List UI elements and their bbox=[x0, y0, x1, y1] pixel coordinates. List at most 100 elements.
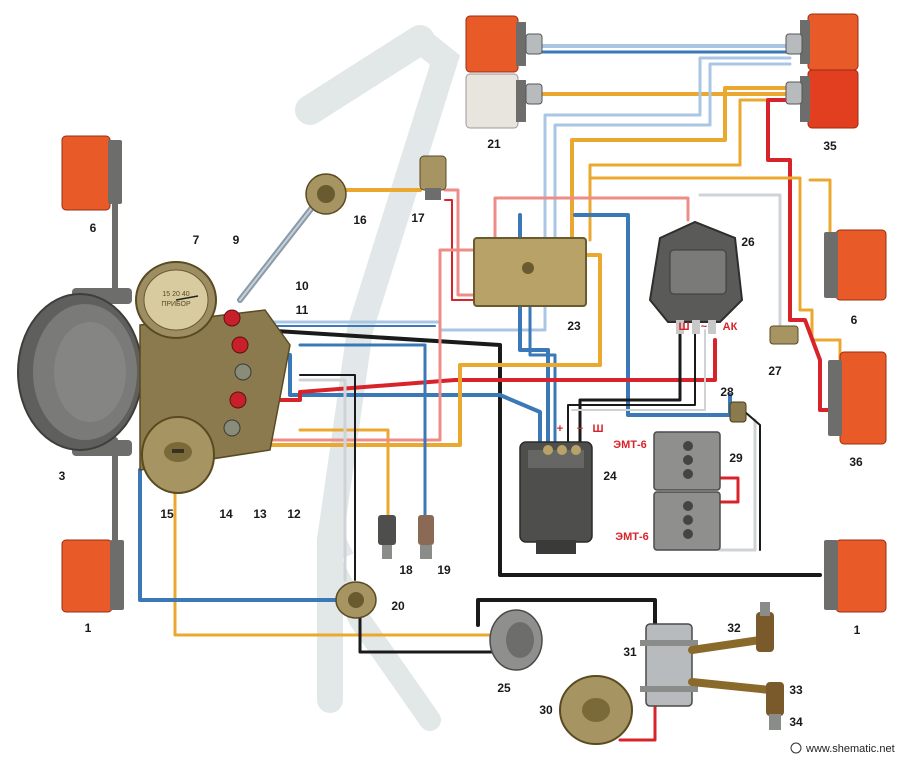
label-17: 17 bbox=[411, 211, 425, 225]
spark-plug-cap-32 bbox=[756, 602, 774, 652]
turn-lamp-6-left bbox=[61, 135, 122, 211]
wire-lightblue-rear-3 bbox=[553, 62, 792, 242]
label-33: 33 bbox=[789, 683, 803, 697]
voltage-regulator-26 bbox=[648, 220, 744, 334]
wire-red-to-36 bbox=[788, 318, 842, 412]
label-32: 32 bbox=[727, 621, 741, 635]
rod-16-instrument-inner bbox=[239, 199, 319, 301]
rear-lamp-21-top bbox=[465, 15, 543, 73]
wire-yellow-15-23 bbox=[168, 253, 602, 447]
wire-black-20 bbox=[299, 374, 356, 581]
label-30: 30 bbox=[539, 703, 553, 717]
spark-plug-34 bbox=[766, 682, 784, 730]
wire-red-rear-right bbox=[766, 98, 802, 322]
ht-lead-32 bbox=[688, 636, 764, 654]
wire-pink-23-26 bbox=[493, 196, 690, 242]
wire-black-26-24 bbox=[578, 328, 682, 447]
switch-13 bbox=[223, 419, 241, 437]
generator-terminal-tilde: ~ bbox=[577, 423, 584, 435]
label-24: 24 bbox=[603, 469, 617, 483]
label-15: 15 bbox=[160, 507, 174, 521]
connector-27 bbox=[769, 325, 799, 345]
relay-lower-label: ЭМТ-6 bbox=[615, 531, 649, 543]
wire-yellow-right-turn bbox=[588, 98, 792, 242]
wire-red-switch-27 bbox=[243, 338, 717, 402]
sensor-18 bbox=[378, 515, 396, 559]
label-19: 19 bbox=[437, 563, 451, 577]
label-26: 26 bbox=[741, 235, 755, 249]
warning-lamp-10 bbox=[231, 336, 249, 354]
label-35: 35 bbox=[823, 139, 837, 153]
regulator-terminal-tilde: ~ bbox=[701, 321, 708, 333]
label-25: 25 bbox=[497, 681, 511, 695]
rear-lamp-35-top bbox=[785, 13, 859, 71]
wire-black-25-31 bbox=[358, 613, 497, 654]
label-14: 14 bbox=[219, 507, 233, 521]
generator-24 bbox=[519, 441, 593, 554]
watermark-text: www.shematic.net bbox=[805, 743, 895, 755]
label-9: 9 bbox=[233, 233, 240, 247]
speedometer-scale-text: 15 20 40 bbox=[162, 291, 189, 298]
instrument-panel: 15 20 40 ПРИБОР bbox=[135, 261, 291, 494]
turn-lamp-1-right bbox=[824, 539, 887, 613]
wire-pink-17 bbox=[443, 188, 482, 297]
relay-29-upper bbox=[653, 431, 721, 491]
label-7: 7 bbox=[193, 233, 200, 247]
label-20: 20 bbox=[391, 599, 405, 613]
wire-black-main bbox=[258, 328, 822, 577]
generator-terminal-plus: + bbox=[557, 423, 563, 435]
label-11: 11 bbox=[296, 303, 309, 317]
component-30 bbox=[559, 675, 633, 745]
label-28: 28 bbox=[720, 385, 734, 399]
relay-29-lower bbox=[653, 491, 721, 551]
label-3: 3 bbox=[59, 469, 66, 483]
regulator-terminal-sh: Ш bbox=[678, 321, 689, 333]
sensor-20 bbox=[335, 581, 377, 619]
label-18: 18 bbox=[399, 563, 413, 577]
label-16: 16 bbox=[353, 213, 367, 227]
label-13: 13 bbox=[253, 507, 267, 521]
wire-yellow-15-25 bbox=[173, 478, 497, 637]
label-23: 23 bbox=[567, 319, 581, 333]
switch-17 bbox=[419, 155, 447, 200]
wire-black-relay bbox=[744, 411, 761, 551]
regulator-terminal-ak: АК bbox=[723, 321, 738, 333]
rear-lamp-21-bottom bbox=[465, 73, 543, 129]
warning-lamp-9 bbox=[223, 309, 241, 327]
wire-yellow-rear-down bbox=[570, 86, 792, 242]
wire-blue-outer-left bbox=[138, 468, 337, 602]
label-21: 21 bbox=[487, 137, 501, 151]
generator-terminal-sh: Ш bbox=[592, 423, 603, 435]
label-6-left: 6 bbox=[90, 221, 97, 235]
ignition-coil-31 bbox=[640, 623, 698, 707]
rear-lamp-35-bottom bbox=[785, 69, 859, 129]
switch-11 bbox=[234, 363, 252, 381]
turn-lamp-1-left bbox=[61, 539, 124, 613]
wire-grey-regulator bbox=[571, 329, 706, 411]
wire-lightblue-rear-2 bbox=[543, 56, 792, 242]
watermark: www.shematic.net bbox=[790, 742, 895, 755]
callout-labels: 6 1 3 7 9 10 11 12 13 14 15 16 17 18 19 … bbox=[59, 137, 863, 729]
warning-lamp-12 bbox=[229, 391, 247, 409]
label-27: 27 bbox=[768, 364, 782, 378]
wire-black-25-31b bbox=[476, 598, 657, 627]
wire-yellow-to-36 bbox=[588, 176, 842, 382]
wire-red-30-31 bbox=[618, 698, 657, 742]
turn-lamp-6-right bbox=[824, 229, 887, 301]
wire-blue-23-24b bbox=[528, 298, 557, 447]
wire-pink-left bbox=[208, 248, 477, 442]
headlight-3 bbox=[17, 288, 143, 456]
wire-harness bbox=[112, 44, 844, 742]
switch-28 bbox=[729, 401, 747, 423]
wire-black-26-24b bbox=[567, 329, 696, 446]
label-36: 36 bbox=[849, 455, 863, 469]
label-12: 12 bbox=[287, 507, 301, 521]
wire-red-relay-link bbox=[718, 476, 740, 504]
relay-box-23 bbox=[473, 237, 587, 307]
sensor-19 bbox=[418, 515, 434, 559]
terminal-labels: + ~ Ш Ш ~ АК ЭМТ-6 ЭМТ-6 bbox=[557, 321, 738, 543]
speedometer-7: 15 20 40 ПРИБОР bbox=[135, 261, 217, 339]
label-1-right: 1 bbox=[854, 623, 861, 637]
turn-lamp-36 bbox=[828, 351, 887, 445]
